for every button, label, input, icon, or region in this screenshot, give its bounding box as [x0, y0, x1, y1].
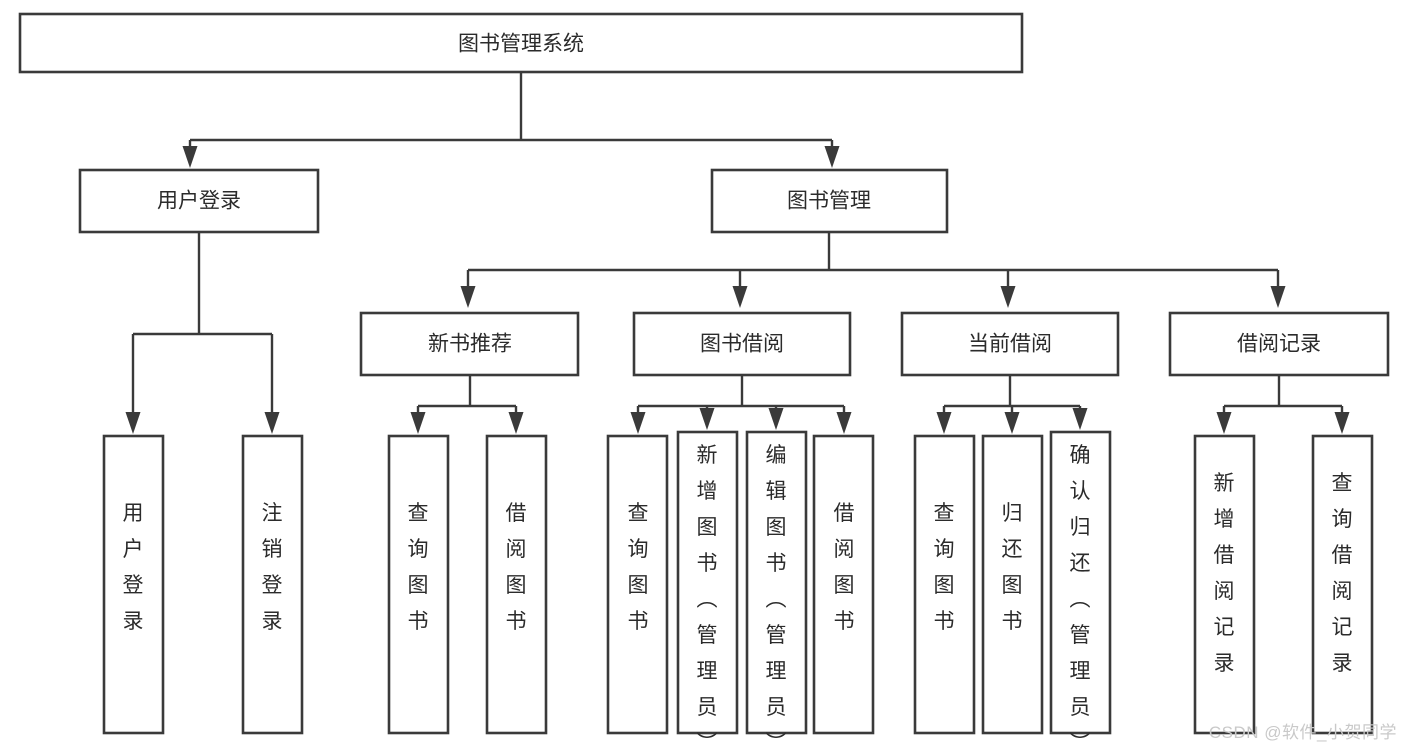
connector-userlogin-to-leaves: [125, 232, 280, 434]
leaf-confirm-return-label: 确认归还︵管理员︶: [1070, 444, 1091, 747]
node-borrow-record[interactable]: 借阅记录: [1168, 311, 1390, 377]
leaf-return-book[interactable]: 归还图书: [981, 434, 1044, 735]
node-new-book-recommend[interactable]: 新书推荐: [359, 311, 580, 377]
leaf-query-record-label: 查询借阅记录: [1332, 472, 1353, 675]
node-book-manage-label: 图书管理: [787, 190, 871, 213]
leaf-borrow-book-2-label: 借阅图书: [834, 502, 855, 633]
node-user-login[interactable]: 用户登录: [78, 168, 320, 234]
leaf-add-record[interactable]: 新增借阅记录: [1193, 434, 1256, 735]
leaf-query-record[interactable]: 查询借阅记录: [1311, 434, 1374, 735]
leaf-query-book-3[interactable]: 查询图书: [913, 434, 976, 735]
leaf-add-record-label: 新增借阅记录: [1214, 472, 1235, 675]
leaf-edit-book-label: 编辑图书︵管理员︶: [766, 444, 787, 747]
connector-bookmanage-to-level3: [460, 232, 1286, 308]
leaf-add-book-label: 新增图书︵管理员︶: [697, 444, 718, 747]
node-book-borrow[interactable]: 图书借阅: [632, 311, 852, 377]
node-root[interactable]: 图书管理系统: [18, 12, 1024, 74]
node-current-borrow-label: 当前借阅: [968, 333, 1052, 356]
leaf-confirm-return[interactable]: 确认归还︵管理员︶: [1049, 430, 1112, 747]
node-borrow-record-label: 借阅记录: [1237, 333, 1321, 356]
node-current-borrow[interactable]: 当前借阅: [900, 311, 1120, 377]
connector-currentborrow-to-leaves: [936, 375, 1088, 434]
leaf-query-book-1-label: 查询图书: [408, 502, 429, 633]
node-user-login-label: 用户登录: [157, 190, 241, 213]
leaf-borrow-book-1[interactable]: 借阅图书: [485, 434, 548, 735]
leaf-logout[interactable]: 注销登录: [241, 434, 304, 735]
leaf-query-book-2-label: 查询图书: [628, 502, 649, 633]
leaf-return-book-label: 归还图书: [1002, 502, 1023, 633]
connector-borrowrecord-to-leaves: [1216, 375, 1350, 434]
leaf-query-book-1[interactable]: 查询图书: [387, 434, 450, 735]
leaf-query-book-3-label: 查询图书: [934, 502, 955, 633]
watermark: CSDN @软件_小贺同学: [1208, 723, 1397, 742]
leaf-user-login-label: 用户登录: [123, 502, 144, 633]
connector-bookborrow-to-leaves: [630, 375, 852, 434]
node-book-manage[interactable]: 图书管理: [710, 168, 949, 234]
connector-root-to-level2: [182, 72, 840, 168]
node-new-book-recommend-label: 新书推荐: [428, 333, 512, 356]
leaf-add-book[interactable]: 新增图书︵管理员︶: [676, 430, 739, 747]
node-root-label: 图书管理系统: [458, 33, 584, 56]
leaf-user-login[interactable]: 用户登录: [102, 434, 165, 735]
leaf-edit-book[interactable]: 编辑图书︵管理员︶: [745, 430, 808, 747]
node-book-borrow-label: 图书借阅: [700, 333, 784, 356]
leaf-borrow-book-2[interactable]: 借阅图书: [812, 434, 875, 735]
leaf-borrow-book-1-label: 借阅图书: [506, 502, 527, 633]
connector-newbook-to-leaves: [410, 375, 524, 434]
leaf-query-book-2[interactable]: 查询图书: [606, 434, 669, 735]
leaf-logout-label: 注销登录: [262, 502, 283, 633]
